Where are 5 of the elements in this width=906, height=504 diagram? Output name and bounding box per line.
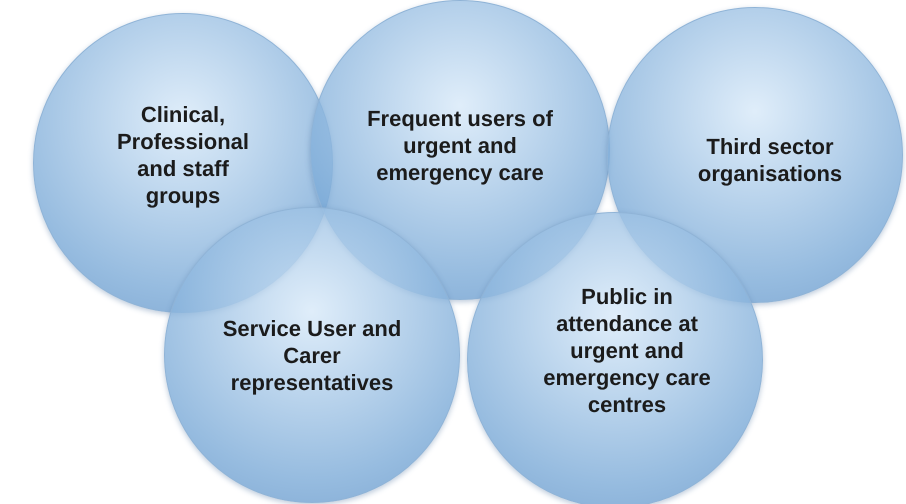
- node-label: Frequent users of urgent and emergency care: [366, 104, 554, 186]
- node-label: Third sector organisations: [696, 133, 844, 187]
- node-label: Clinical, Professional and staff groups: [116, 101, 250, 209]
- node-label: Public in attendance at urgent and emergency care centres: [542, 282, 712, 418]
- node-label: Service User and Carer representatives: [222, 314, 402, 396]
